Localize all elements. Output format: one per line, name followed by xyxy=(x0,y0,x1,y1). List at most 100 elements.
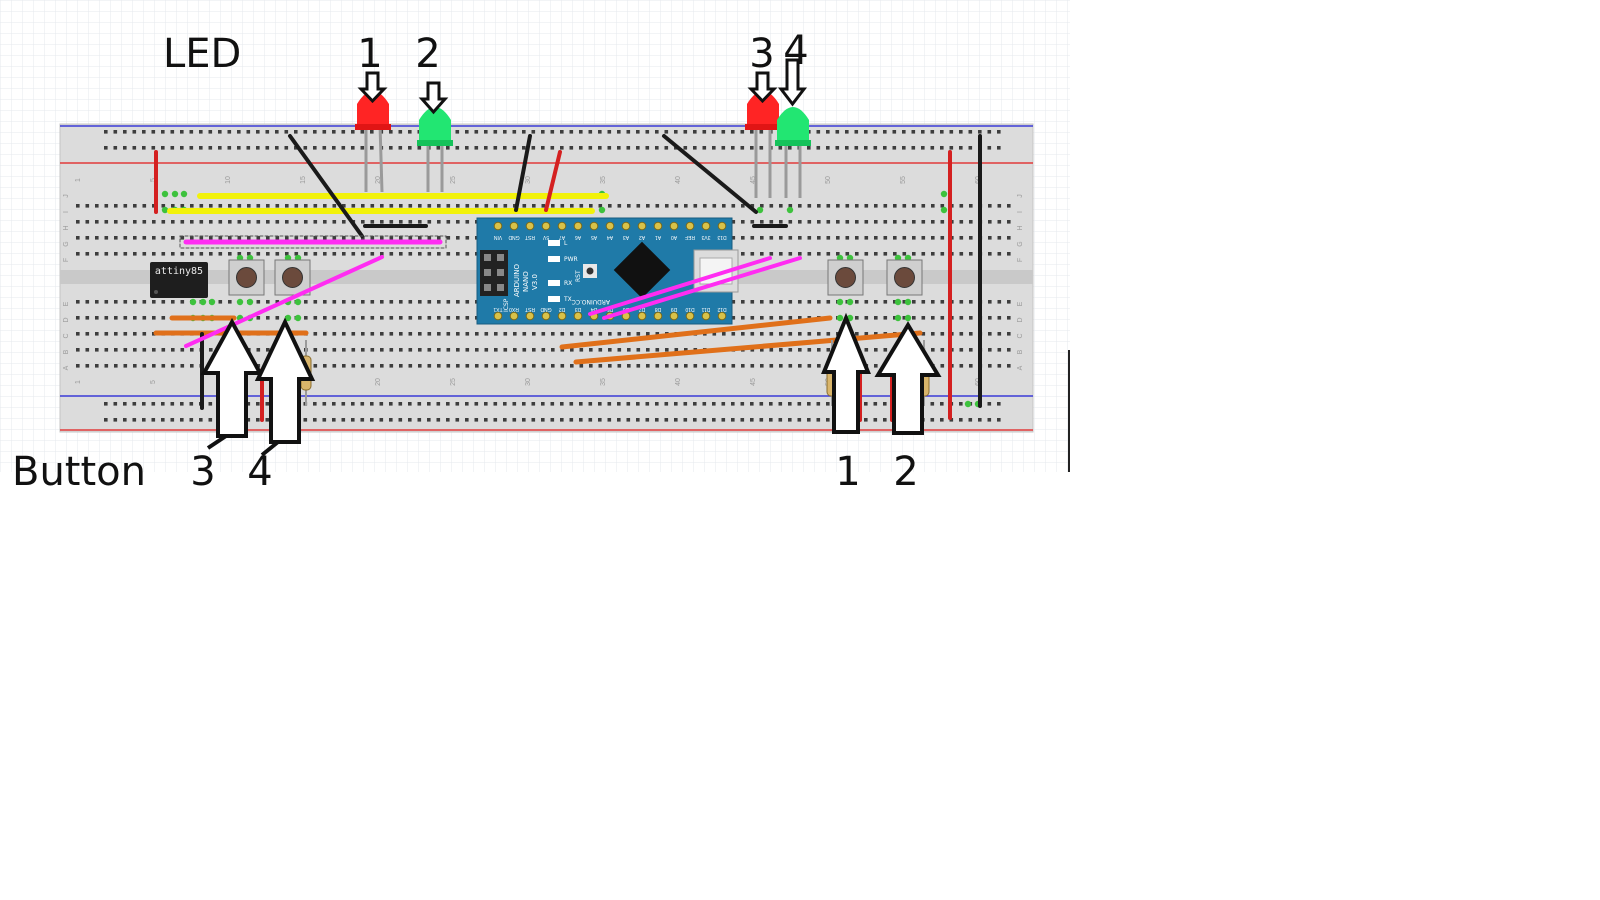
nano-pin xyxy=(701,221,711,231)
column-number: 55 xyxy=(900,176,907,184)
connected-hole xyxy=(940,190,948,198)
nano-pin-label: GND xyxy=(540,306,552,312)
row-letter: A xyxy=(1017,365,1024,370)
nano-pin-label: RX0 xyxy=(509,306,519,312)
green-led xyxy=(775,107,811,198)
column-number: 10 xyxy=(225,176,232,184)
column-number: 25 xyxy=(450,176,457,184)
connected-hole xyxy=(786,206,794,214)
pushbutton xyxy=(886,259,923,296)
nano-pin xyxy=(509,311,519,321)
connected-hole xyxy=(894,314,902,322)
nano-led-label: RX xyxy=(564,280,572,287)
nano-pin-label: A5 xyxy=(591,234,597,240)
nano-pin-label: A1 xyxy=(655,234,661,240)
nano-rst-label: RST xyxy=(575,270,582,282)
nano-led-label: TX xyxy=(563,296,572,303)
nano-pin-label: A4 xyxy=(607,234,613,240)
row-letter: J xyxy=(63,194,70,198)
top-rail-holes xyxy=(104,130,1004,152)
nano-led-label: PWR xyxy=(564,256,578,263)
row-letter: D xyxy=(1017,317,1024,322)
row-letter: J xyxy=(1017,194,1024,198)
column-number: 35 xyxy=(600,378,607,386)
nano-pin xyxy=(525,221,535,231)
magenta-wire xyxy=(588,256,772,316)
connected-hole xyxy=(161,190,169,198)
up-arrow-icon xyxy=(874,321,942,435)
column-number: 5 xyxy=(150,380,157,384)
up-arrow-icon xyxy=(254,317,316,444)
down-arrow-icon xyxy=(357,71,388,104)
attiny85-chip: attiny85 xyxy=(150,262,208,298)
led-indicator xyxy=(548,296,560,302)
led-title: LED xyxy=(163,31,241,77)
pushbutton xyxy=(827,259,864,296)
nano-pin-label: D6 xyxy=(623,306,630,312)
row-letter: D xyxy=(63,317,70,322)
led-number: 1 xyxy=(357,31,382,77)
row-letter: G xyxy=(1017,241,1024,246)
nano-pin-label: A3 xyxy=(623,234,629,240)
leader-line xyxy=(206,434,228,450)
button-pointer-arrows xyxy=(200,312,942,457)
connected-hole xyxy=(284,314,292,322)
column-number: 40 xyxy=(675,378,682,386)
down-arrow-icon xyxy=(747,71,778,104)
bottom-rail-holes xyxy=(104,402,1004,424)
nano-pin xyxy=(525,311,535,321)
led-indicator xyxy=(548,280,560,286)
up-arrow-icon xyxy=(200,317,264,438)
nano-pin xyxy=(669,221,679,231)
connected-hole xyxy=(294,314,302,322)
nano-pin xyxy=(493,221,503,231)
row-letter: F xyxy=(1017,258,1024,262)
row-letter: H xyxy=(1017,225,1024,230)
connected-hole xyxy=(246,298,254,306)
connected-hole xyxy=(836,314,844,322)
orange-wire xyxy=(559,315,833,350)
black-wire xyxy=(662,134,758,214)
up-arrow-icon xyxy=(821,312,871,434)
nano-pin-label: RST xyxy=(525,234,535,240)
button-number: 2 xyxy=(893,449,918,495)
column-number: 35 xyxy=(600,176,607,184)
wires-overlay xyxy=(184,255,802,348)
nano-pin-label: 3V3 xyxy=(701,234,710,240)
connected-hole xyxy=(236,298,244,306)
nano-line: ARDUINO xyxy=(513,264,521,297)
pushbutton xyxy=(228,259,265,296)
nano-pin xyxy=(669,311,679,321)
nano-title-text: ARDUINO NANO V3.0 xyxy=(513,264,539,297)
button-title: Button xyxy=(12,449,146,495)
row-letter: E xyxy=(1017,301,1024,306)
column-number: 30 xyxy=(525,176,532,184)
row-letter: B xyxy=(1017,349,1024,354)
led-indicator xyxy=(548,240,560,246)
column-number: 30 xyxy=(525,378,532,386)
nano-pin-label: D12 xyxy=(717,306,726,312)
connected-hole xyxy=(836,298,844,306)
down-arrow-icon xyxy=(418,81,449,115)
nano-pin-label: D7 xyxy=(639,306,646,312)
row-letter: I xyxy=(1017,211,1024,213)
row-letter: A xyxy=(63,365,70,370)
row-letter: E xyxy=(63,301,70,306)
nano-pin xyxy=(493,311,503,321)
connected-hole xyxy=(904,298,912,306)
connected-hole xyxy=(904,314,912,322)
nano-pin xyxy=(605,221,615,231)
nano-pin xyxy=(541,311,551,321)
button-number: 1 xyxy=(835,449,860,495)
column-number: 25 xyxy=(450,378,457,386)
connected-hole xyxy=(964,400,972,408)
row-letter: F xyxy=(63,258,70,262)
leader-line xyxy=(260,440,280,457)
nano-pin-label: D11 xyxy=(701,306,710,312)
connected-hole xyxy=(208,298,216,306)
red-led xyxy=(745,91,781,198)
nano-icsp-label: ICSP xyxy=(503,298,510,312)
button-number: 4 xyxy=(247,449,272,495)
